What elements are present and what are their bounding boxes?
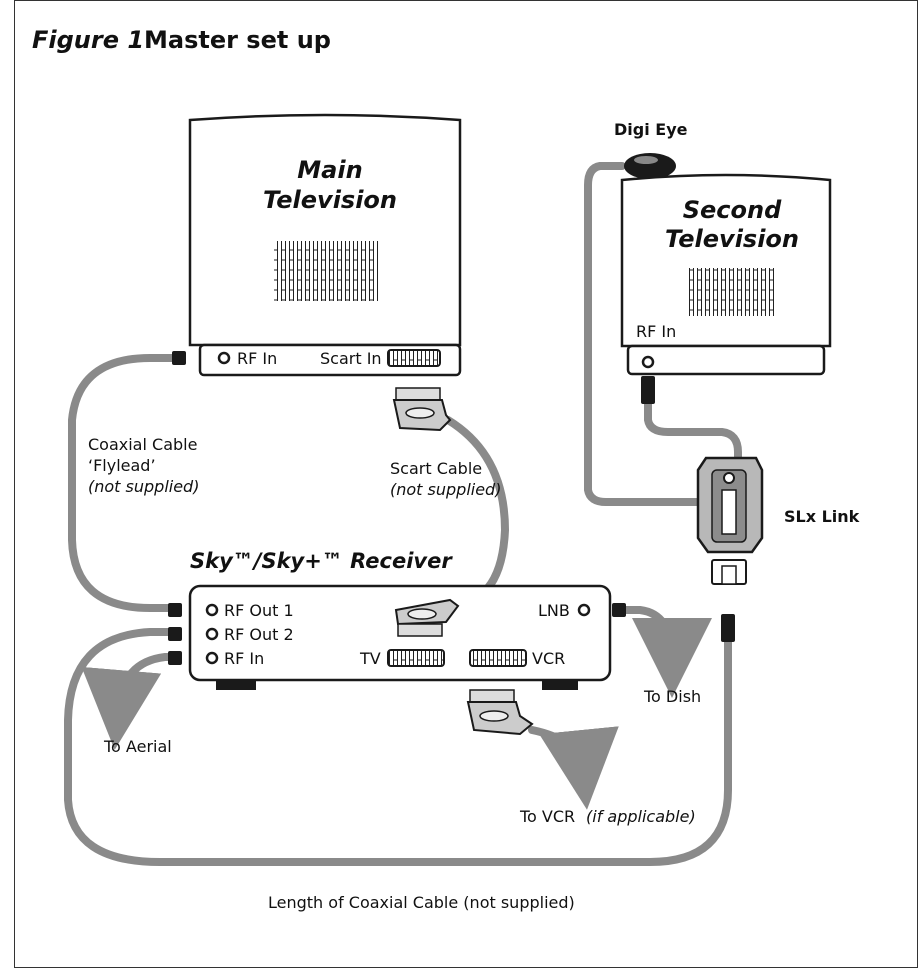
scart-plug-tv [392,387,452,432]
main-tv-vents [274,241,378,301]
scart-cable-label-1: Scart Cable [390,459,482,478]
receiver-rf-in-label: RF In [224,649,264,668]
second-tv-rf-plug [641,376,655,404]
second-television: Second Television RF In [620,173,832,376]
coaxial-flylead-cable [68,354,186,612]
coaxial-flylead-label-1: Coaxial Cable [88,435,197,454]
second-tv-rf-cable [644,394,742,466]
coaxial-length-label: Length of Coaxial Cable (not supplied) [268,893,575,912]
flylead-plug-tv [172,351,186,365]
coaxial-length-cable [64,628,732,866]
figure-number: Figure 1 [32,26,144,54]
coaxial-flylead-label-2: ‘Flylead’ [88,456,156,475]
second-tv-name-line1: Second [683,196,782,224]
to-dish-label: To Dish [643,687,701,706]
to-dish-cable [618,606,712,698]
receiver-rf-out-1-label: RF Out 1 [224,601,294,620]
scart-cable [444,416,510,609]
scart-plug-vcr [466,689,534,736]
scart-cable-label-2: (not supplied) [390,480,501,499]
main-tv-scart-port [387,349,441,367]
receiver-tv-label: TV [359,649,381,668]
second-tv-name-line2: Television [665,225,799,253]
rf-out-1-plug [168,603,182,617]
receiver-name: Sky™/Sky+™ Receiver [190,549,453,573]
second-tv-rf-in-label: RF In [636,322,676,341]
receiver-tv-scart-port [387,649,445,667]
receiver-rf-out-1-port [205,603,219,617]
receiver-lnb-label: LNB [538,601,570,620]
receiver-rf-out-2-label: RF Out 2 [224,625,294,644]
second-tv-rf-in-port [641,355,655,369]
receiver-rf-in-port [205,651,219,665]
main-tv-scart-in-label: Scart In [320,349,382,368]
main-tv-rf-in-label: RF In [237,349,277,368]
to-vcr-note: (if applicable) [586,807,696,826]
digi-eye-cable [584,162,704,506]
rf-out-2-plug [168,627,182,641]
receiver-vcr-scart-port [469,649,527,667]
digi-eye-icon [624,153,676,179]
slx-link-device [696,456,764,585]
to-vcr-label: To VCR [519,807,575,826]
slx-bottom-plug [721,614,735,642]
to-aerial-cable [81,653,180,750]
second-tv-vents [688,268,776,316]
receiver-lnb-port [577,603,591,617]
to-vcr-cable [528,726,619,810]
receiver-rf-out-2-port [205,627,219,641]
figure-frame [14,0,918,968]
main-tv-name-line2: Television [263,186,397,214]
receiver-vcr-label: VCR [532,649,565,668]
to-aerial-label: To Aerial [103,737,172,756]
main-tv-rf-in-port [217,351,231,365]
figure-title: Master set up [144,26,331,54]
lnb-plug [612,603,626,617]
scart-plug-receiver [394,598,460,637]
coaxial-flylead-label-3: (not supplied) [88,477,199,496]
main-tv-name-line1: Main [297,156,362,184]
slx-link-label: SLx Link [784,507,860,526]
rf-in-plug [168,651,182,665]
digi-eye-label: Digi Eye [614,120,688,139]
main-television: Main Television RF In Scart In [188,113,462,377]
